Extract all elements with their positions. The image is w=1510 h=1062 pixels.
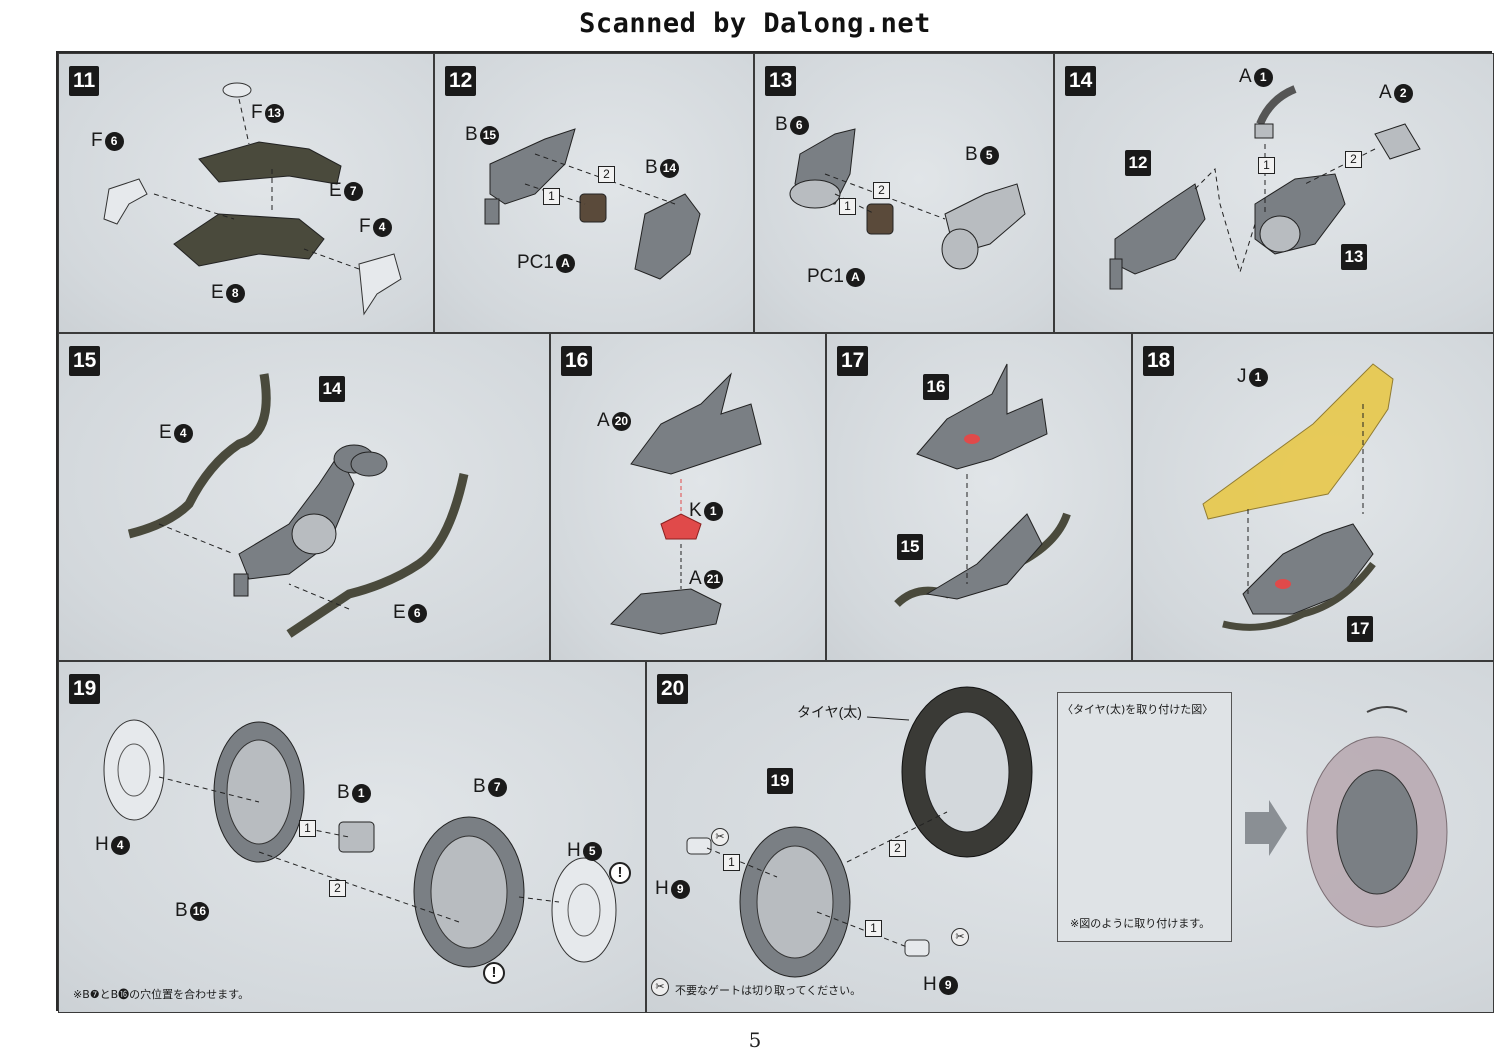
- subassembly-19: 19: [767, 768, 793, 794]
- subassembly-13: 13: [1341, 244, 1367, 270]
- installed-tire-inset: 〈タイヤ(太)を取り付けた図〉 ※図のように取り付けます。: [1057, 692, 1232, 942]
- step-17-panel: 17 16 15: [826, 333, 1132, 661]
- step-number: 16: [561, 346, 593, 376]
- cut-gate-icon: ✂: [651, 978, 669, 996]
- page-number: 5: [748, 1028, 762, 1052]
- order-2: 2: [889, 840, 906, 857]
- order-2: 2: [329, 880, 346, 897]
- scan-watermark-header: Scanned by Dalong.net: [579, 8, 931, 39]
- step-15-illustration: [127, 373, 469, 638]
- step-number: 11: [69, 66, 100, 96]
- cut-gate-icon: ✂: [711, 828, 729, 846]
- order-1: 1: [543, 188, 560, 205]
- hole-alignment-note: ※B❼とB⓰の穴位置を合わせます。: [73, 988, 250, 1001]
- step-19-illustration: [103, 719, 617, 968]
- step-12-illustration: [484, 128, 701, 280]
- order-1: 1: [839, 198, 856, 215]
- inset-note: ※図のように取り付けます。: [1070, 917, 1211, 930]
- step-number: 19: [69, 674, 101, 704]
- step-11-illustration: [103, 82, 402, 316]
- subassembly-12: 12: [1125, 150, 1151, 176]
- cut-gate-icon: ✂: [951, 928, 969, 946]
- subassembly-16: 16: [923, 374, 949, 400]
- step-number: 13: [765, 66, 797, 96]
- step-16-illustration: [609, 372, 762, 635]
- subassembly-14: 14: [319, 376, 345, 402]
- caution-icon: !: [483, 962, 505, 984]
- step-number: 18: [1143, 346, 1175, 376]
- order-1: 1: [723, 854, 740, 871]
- order-1: 1: [299, 820, 316, 837]
- order-1: 1: [1258, 157, 1275, 174]
- order-1: 1: [865, 920, 882, 937]
- step-number: 12: [445, 66, 477, 96]
- order-2: 2: [873, 182, 890, 199]
- step-number: 15: [69, 346, 101, 376]
- tire-label: タイヤ(太): [797, 704, 862, 720]
- caution-icon: !: [609, 862, 631, 884]
- step-number: 14: [1065, 66, 1097, 96]
- step-17-illustration: [894, 363, 1071, 607]
- step-14-illustration: [1109, 85, 1421, 290]
- step-number: 17: [837, 346, 869, 376]
- gate-removal-note: 不要なゲートは切り取ってください。: [675, 984, 862, 997]
- order-2: 2: [1345, 151, 1362, 168]
- step-18-illustration: [1202, 363, 1394, 631]
- step-number: 20: [657, 674, 689, 704]
- order-2: 2: [598, 166, 615, 183]
- subassembly-15: 15: [897, 534, 923, 560]
- subassembly-17: 17: [1347, 616, 1373, 642]
- step-13-illustration: [789, 128, 1026, 270]
- inset-title: 〈タイヤ(太)を取り付けた図〉: [1062, 703, 1214, 716]
